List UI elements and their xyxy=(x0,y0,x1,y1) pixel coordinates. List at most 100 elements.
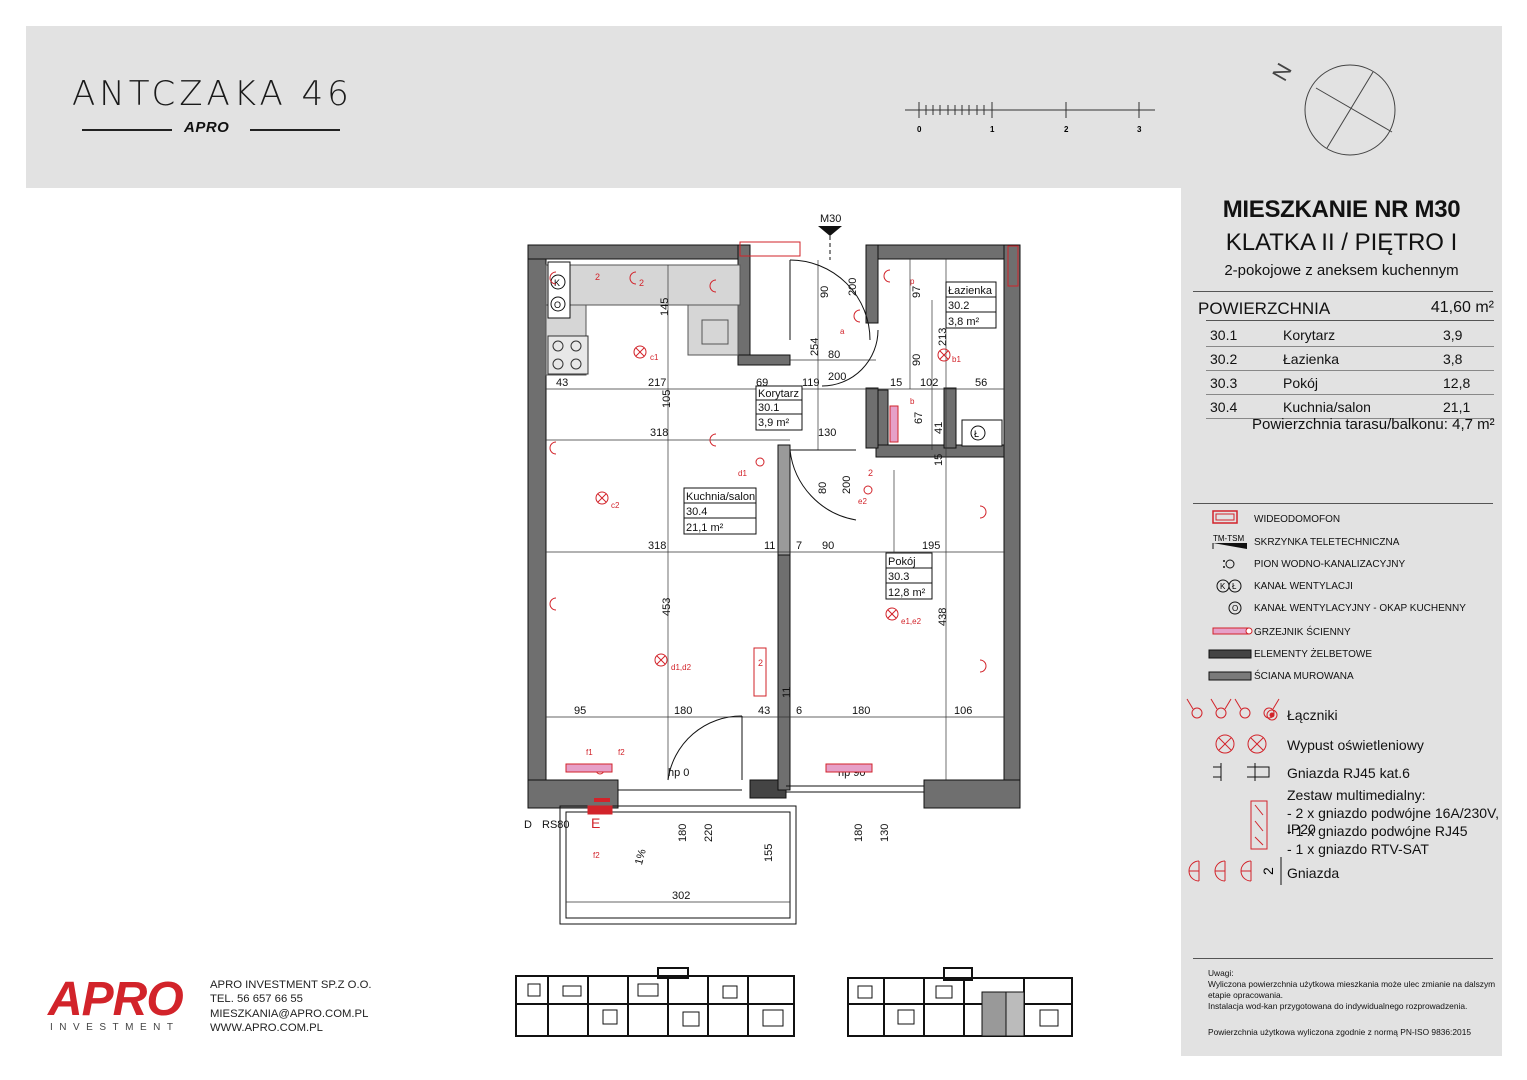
dim: 15 xyxy=(933,454,945,466)
room-name: Kuchnia/salon xyxy=(686,491,755,503)
room-label-lazienka: Łazienka 30.2 3,8 m² xyxy=(945,281,997,329)
dim: 106 xyxy=(954,705,972,717)
vent-l-plan: Ł xyxy=(974,429,979,439)
exterior-socket-label: E xyxy=(591,815,600,831)
divider xyxy=(1206,346,1494,347)
apartment-number: MIESZKANIE NR M30 xyxy=(1222,196,1461,223)
vent-o-plan: O xyxy=(554,300,561,310)
dim: 145 xyxy=(659,298,671,316)
rj45-icon xyxy=(1213,763,1270,781)
company-logo: APRO xyxy=(48,973,184,1026)
radiators xyxy=(565,405,899,815)
electrical-fixtures xyxy=(549,241,1019,775)
fixture-tag: e1,e2 xyxy=(901,617,922,626)
legend-label-vent: KANAŁ WENTYLACJI xyxy=(1254,581,1353,592)
project-title: ANTCZAKA 46 xyxy=(72,74,353,114)
fixture-tag: a xyxy=(840,327,845,336)
dim: 119 xyxy=(802,377,820,389)
scale-tick-1: 1 xyxy=(990,125,995,134)
socket-num: 2 xyxy=(868,468,873,478)
floor-plan: M30 K O Ł xyxy=(524,213,1021,925)
header-band xyxy=(26,26,1502,188)
legend-label-radiator: GRZEJNIK ŚCIENNY xyxy=(1254,627,1351,638)
divider xyxy=(1206,394,1494,395)
dim: 90 xyxy=(819,286,831,298)
apartment-location: KLATKA II / PIĘTRO I xyxy=(1225,229,1458,256)
door-hp0: hp 0 xyxy=(668,767,689,779)
dim: 438 xyxy=(937,608,949,626)
notes-line: Wyliczona powierzchnia użytkowa mieszkan… xyxy=(1208,979,1496,1000)
legend-label-masonry: ŚCIANA MUROWANA xyxy=(1254,671,1354,682)
info-panel xyxy=(1181,188,1502,1056)
dim: 200 xyxy=(828,371,846,383)
legend-light: Wypust oświetleniowy xyxy=(1287,737,1424,753)
fixture-tag: b xyxy=(910,397,915,406)
room-area: 3,9 xyxy=(1443,327,1463,343)
company-logo-sub: INVESTMENT xyxy=(50,1022,180,1033)
surface-heading: POWIERZCHNIA xyxy=(1198,299,1331,318)
dim: 105 xyxy=(661,390,673,408)
room-id: 30.3 xyxy=(1210,375,1238,391)
inner-walls xyxy=(777,387,1005,791)
room-name: Pokój xyxy=(1283,375,1319,391)
legend-label-concrete: ELEMENTY ŻELBETOWE xyxy=(1254,649,1372,660)
dim: 80 xyxy=(828,349,840,361)
legend-multimedia-title: Zestaw multimedialny: xyxy=(1287,787,1426,803)
dim: 318 xyxy=(648,540,666,552)
company-web: WWW.APRO.COM.PL xyxy=(210,1022,323,1035)
legend-label-riser: PION WODNO-KANALIZACYJNY xyxy=(1254,559,1406,570)
dim: 220 xyxy=(703,824,715,842)
room-id: 30.1 xyxy=(1210,327,1238,343)
rs80-label: RS80 xyxy=(542,819,570,831)
room-area: 3,9 m² xyxy=(758,417,790,429)
north-compass-icon: N xyxy=(1270,62,1396,156)
dim: 67 xyxy=(913,412,925,424)
switches-icon xyxy=(1186,698,1280,719)
scale-tick-2: 2 xyxy=(1064,125,1069,134)
dim: 200 xyxy=(847,278,859,296)
vent-o: O xyxy=(1232,604,1238,613)
dim: 43 xyxy=(556,377,568,389)
light-icon xyxy=(1215,734,1267,754)
multimedia-icon xyxy=(1250,800,1268,850)
legend-multimedia-line: - 1 x gniazdo podwójne RJ45 xyxy=(1287,823,1468,839)
brand-rule-right xyxy=(250,129,340,131)
vent-l: Ł xyxy=(1232,582,1237,591)
dim: 43 xyxy=(758,705,770,717)
socket-num: 2 xyxy=(595,272,600,282)
dim: 95 xyxy=(574,705,586,717)
divider xyxy=(1206,370,1494,371)
compass-letter: N xyxy=(1270,62,1297,85)
dim: 213 xyxy=(937,328,949,346)
section-mark: M30 xyxy=(820,213,841,225)
room-id: 30.4 xyxy=(1210,399,1238,415)
dash-label: D xyxy=(524,819,532,831)
legend-sockets: Gniazda xyxy=(1287,865,1340,881)
notes: Uwagi: Wyliczona powierzchnia użytkowa m… xyxy=(1208,968,1496,1038)
dim: 180 xyxy=(674,705,692,717)
concrete-icon xyxy=(1208,649,1252,659)
notes-line: Instalacja wod-kan przygotowana do indyw… xyxy=(1208,1001,1468,1011)
dim: 217 xyxy=(648,377,666,389)
dim: 180 xyxy=(677,824,689,842)
fixture-tag: f1 xyxy=(586,748,593,757)
dim: 15 xyxy=(890,377,902,389)
hood-vent-icon xyxy=(1228,601,1242,615)
room-name: Korytarz xyxy=(1283,327,1336,343)
intercom-icon xyxy=(1212,510,1238,524)
divider xyxy=(1193,958,1493,959)
fixture-tag: f2 xyxy=(618,748,625,757)
room-name: Pokój xyxy=(888,556,916,568)
dim: 97 xyxy=(911,286,923,298)
notes-line: Powierzchnia użytkowa wyliczona zgodnie … xyxy=(1208,1027,1472,1037)
dim: 302 xyxy=(672,890,690,902)
dim: 90 xyxy=(822,540,834,552)
divider xyxy=(1193,503,1493,504)
room-name: Kuchnia/salon xyxy=(1283,399,1371,415)
dim: 195 xyxy=(922,540,940,552)
vent-k-plan: K xyxy=(554,278,560,288)
scale-bar: 0 1 2 3 xyxy=(905,102,1155,134)
water-riser-icon xyxy=(1225,559,1235,569)
dim: 130 xyxy=(879,824,891,842)
masonry-wall-icon xyxy=(1208,671,1252,681)
